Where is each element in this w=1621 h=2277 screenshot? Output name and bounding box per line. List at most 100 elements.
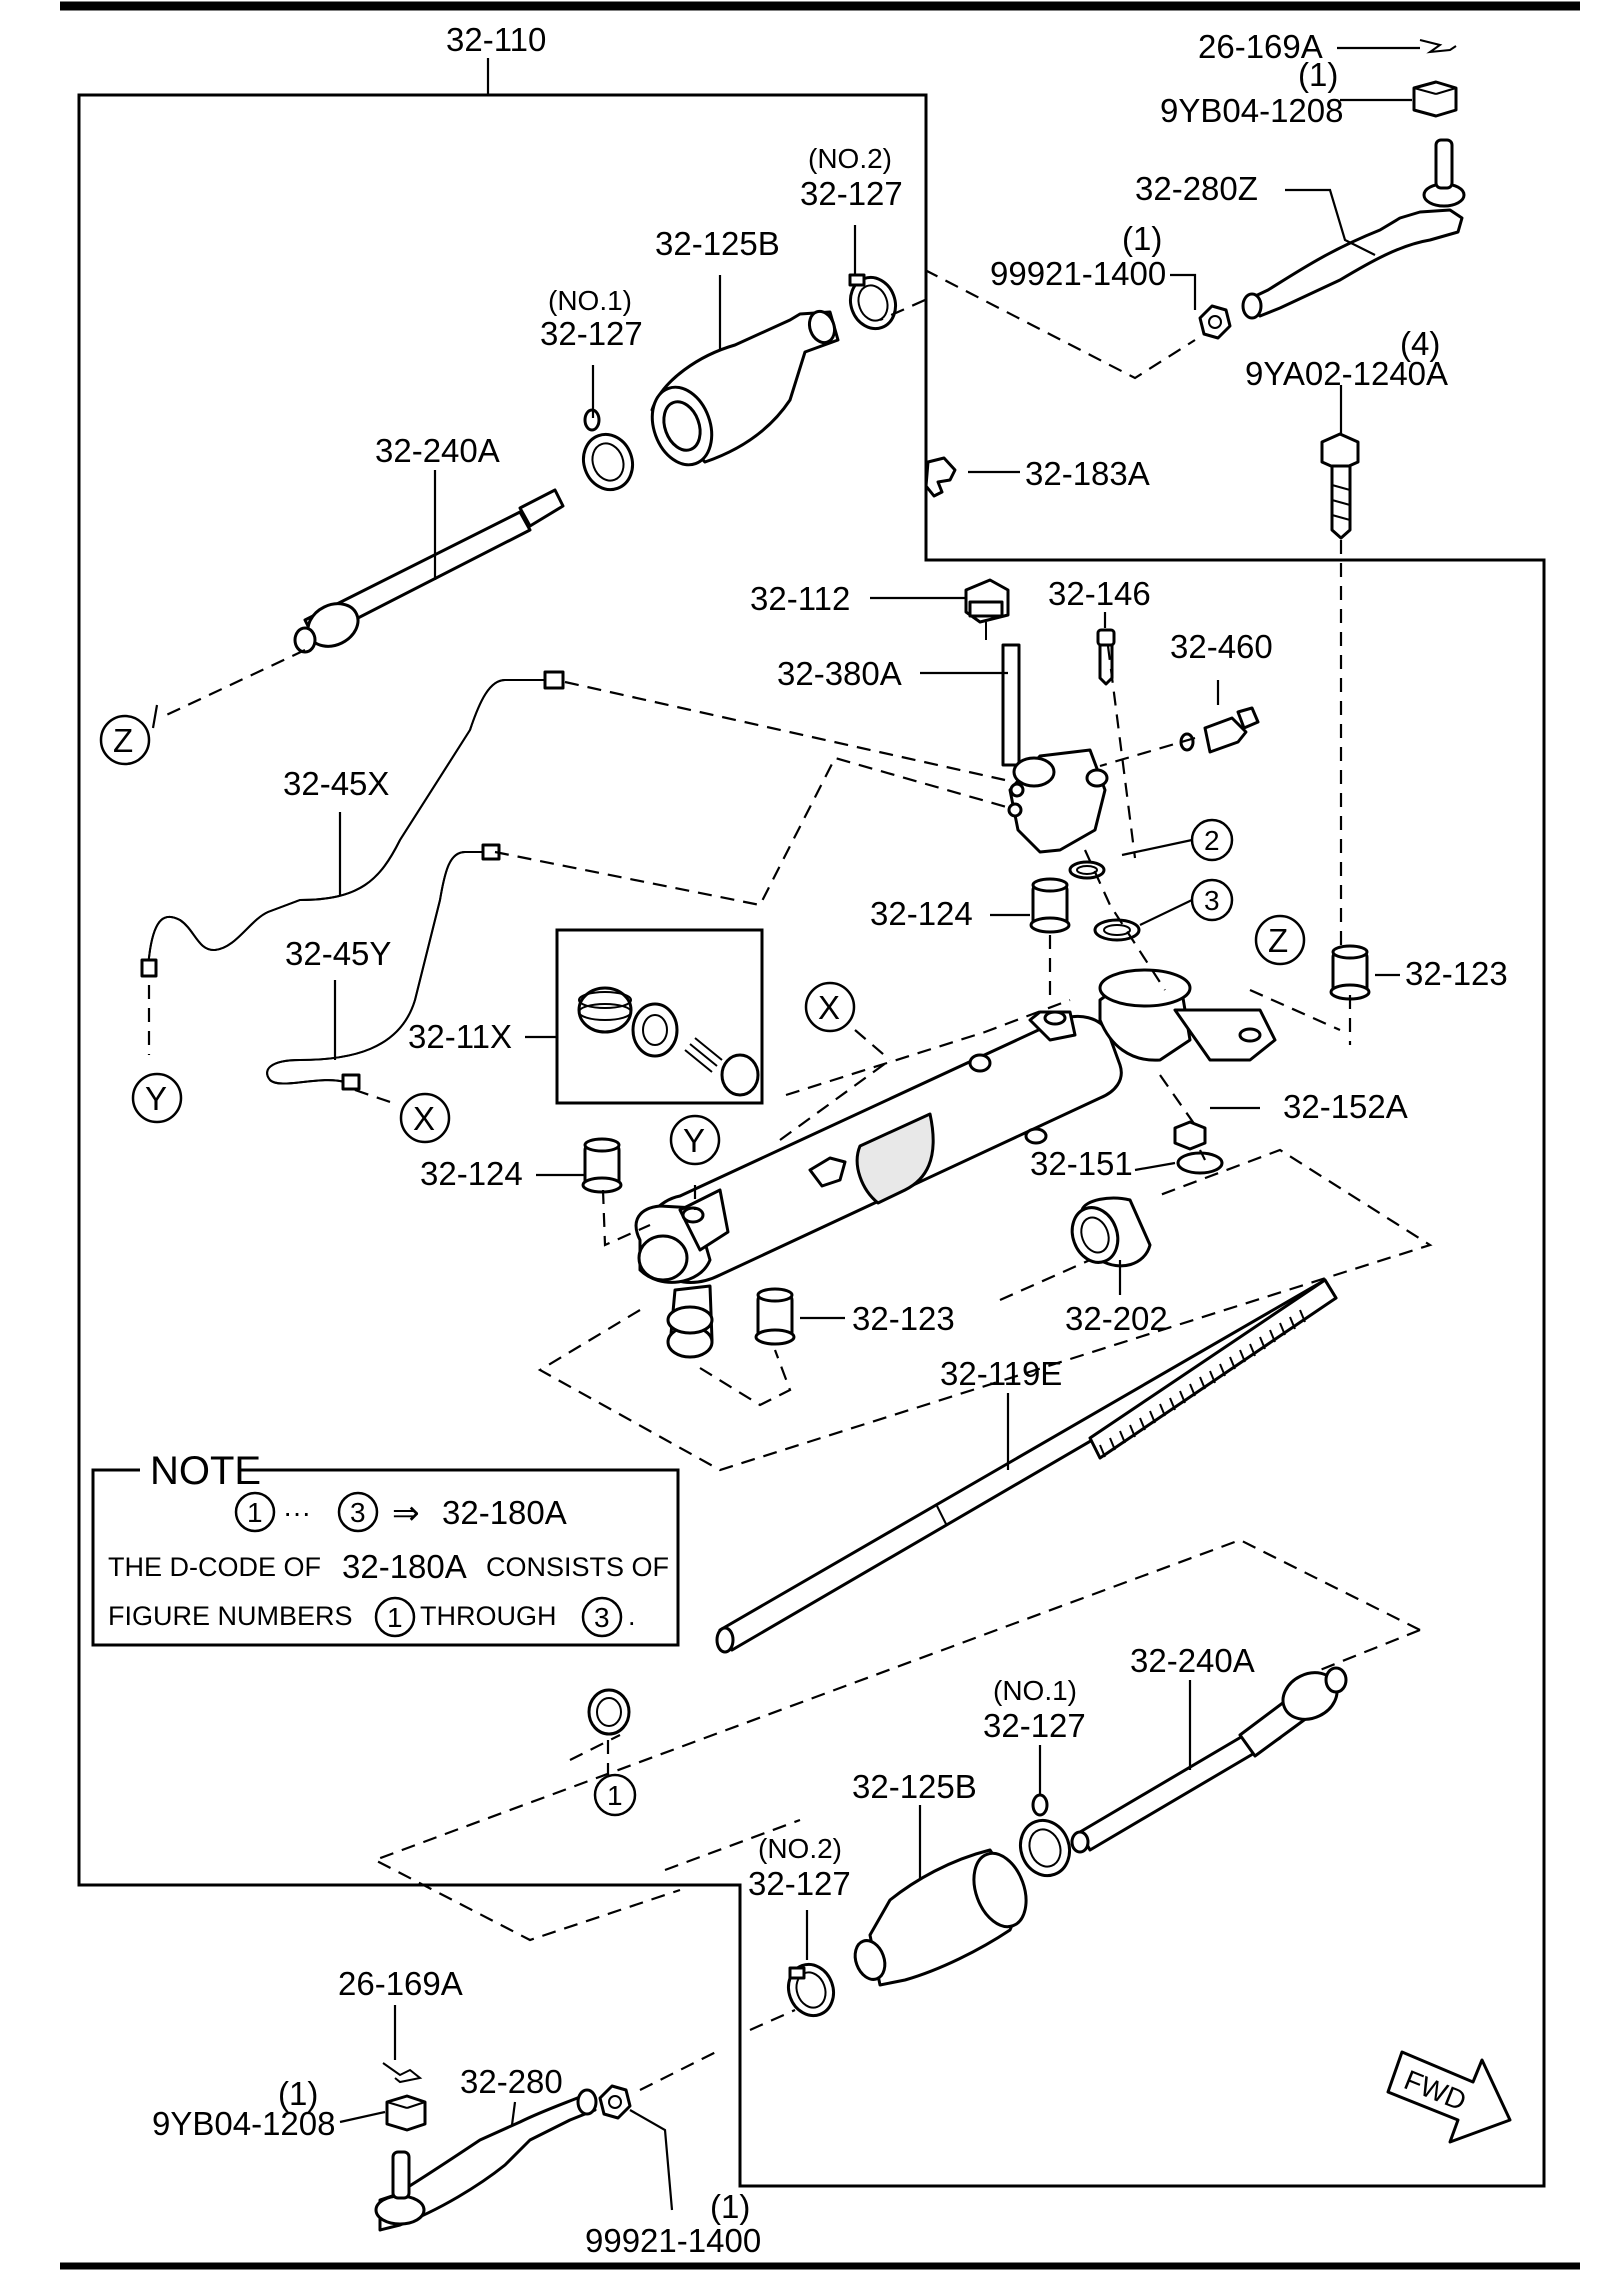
label-32-124-right: 32-124 <box>870 895 973 932</box>
label-32-146: 32-146 <box>1048 575 1151 612</box>
label-9yb04-bottom: 9YB04-1208 <box>152 2105 335 2142</box>
gear-housing[interactable] <box>634 968 1277 1359</box>
svg-text:THROUGH: THROUGH <box>420 1601 557 1631</box>
svg-text:X: X <box>413 1100 435 1137</box>
svg-text:32-180A: 32-180A <box>442 1494 567 1531</box>
label-32-125b-bottom: 32-125B <box>852 1768 977 1805</box>
label-32-127-no1-bottom: 32-127 <box>983 1707 1086 1744</box>
svg-text:.: . <box>628 1601 636 1631</box>
label-32-380a: 32-380A <box>777 655 902 692</box>
tie-rod-end-left[interactable] <box>374 2088 598 2232</box>
marker-x-center: X <box>804 981 856 1033</box>
label-32-202: 32-202 <box>1065 1300 1168 1337</box>
svg-text:⇒: ⇒ <box>392 1494 420 1531</box>
rack-bushing[interactable] <box>1065 1196 1152 1269</box>
marker-x-left: X <box>399 1092 451 1144</box>
label-32-112: 32-112 <box>750 580 850 617</box>
dashed-guides <box>147 269 1433 2091</box>
label-32-11x: 32-11X <box>408 1018 512 1055</box>
boot-clamp-no2-top[interactable] <box>843 271 902 335</box>
boot-clamp-no1-bottom[interactable] <box>1013 1793 1077 1883</box>
label-32-123-right: 32-123 <box>1405 955 1508 992</box>
tie-rod-bottom[interactable] <box>1070 1664 1348 1854</box>
label-32-240a-top: 32-240A <box>375 432 500 469</box>
label-9ya02: 9YA02-1240A <box>1245 355 1448 392</box>
label-99921-top: 99921-1400 <box>990 255 1166 292</box>
castle-nut-bottom[interactable] <box>385 2094 427 2132</box>
label-99921-top-qty: (1) <box>1122 220 1162 257</box>
label-32-280z: 32-280Z <box>1135 170 1258 207</box>
boot-clamp-no1-top[interactable] <box>576 408 640 497</box>
svg-text:Y: Y <box>145 1080 167 1117</box>
assembly-boundary <box>77 93 1546 2188</box>
svg-text:Z: Z <box>113 722 133 759</box>
label-32-127-no2-bottom-note: (NO.2) <box>758 1833 842 1864</box>
label-32-460: 32-460 <box>1170 628 1273 665</box>
label-32-127-no2-top-note: (NO.2) <box>808 143 892 174</box>
tie-rod-end-right[interactable] <box>1241 138 1466 320</box>
cotter-pin-bottom[interactable] <box>382 2062 423 2084</box>
adjust-nut[interactable] <box>1173 1120 1207 1151</box>
mount-bushing-right[interactable] <box>1329 944 1371 1001</box>
label-32-127-no2-top: 32-127 <box>800 175 903 212</box>
boot-top[interactable] <box>642 308 840 473</box>
svg-text:32-180A: 32-180A <box>342 1548 467 1585</box>
svg-text:Z: Z <box>1268 922 1288 959</box>
note-box: NOTE 1 ··· 3 ⇒ 32-180A THE D-CODE OF 32-… <box>91 1449 680 1647</box>
part-labels: 26-169A (1) 9YB04-1208 32-280Z (1) 99921… <box>152 28 1508 2259</box>
boot-clamp-no2-bottom[interactable] <box>781 1958 840 2022</box>
seal-ring-2[interactable] <box>1068 860 1106 880</box>
mount-bushing-top[interactable] <box>1029 877 1071 934</box>
pressure-tube-x[interactable] <box>140 670 565 978</box>
cotter-pin-top[interactable] <box>1419 39 1457 54</box>
fwd-arrow: FWD <box>1386 2050 1512 2144</box>
retaining-clip[interactable] <box>924 456 957 498</box>
label-99921-bottom: 99921-1400 <box>585 2222 761 2259</box>
lock-nut-top[interactable] <box>1198 304 1232 340</box>
label-9yb04-top: 9YB04-1208 <box>1160 92 1343 129</box>
leader-lines <box>151 46 1420 2211</box>
label-32-125b-top: 32-125B <box>655 225 780 262</box>
pinion-valve-body[interactable] <box>1001 643 1109 854</box>
label-99921-bottom-qty: (1) <box>710 2188 750 2225</box>
marker-y-left: Y <box>131 1072 183 1124</box>
tie-rod-top[interactable] <box>293 488 565 654</box>
svg-text:3: 3 <box>1204 885 1220 916</box>
svg-text:1: 1 <box>247 1497 263 1528</box>
boot-bottom[interactable] <box>850 1846 1036 1987</box>
label-32-127-no1-top-note: (NO.1) <box>548 285 632 316</box>
label-32-280: 32-280 <box>460 2063 563 2100</box>
label-9yb04-bottom-qty: (1) <box>278 2075 318 2112</box>
label-32-127-no1-bottom-note: (NO.1) <box>993 1675 1077 1706</box>
marker-y-center: Y <box>669 1114 721 1166</box>
svg-text:FIGURE NUMBERS: FIGURE NUMBERS <box>108 1601 353 1631</box>
spacer-ring-1[interactable] <box>587 1688 631 1736</box>
seal-ring-3[interactable] <box>1093 918 1141 942</box>
mount-bushing-bottom[interactable] <box>754 1287 796 1346</box>
label-26-169a-top: 26-169A <box>1198 28 1323 65</box>
marker-2: 2 <box>1190 818 1234 862</box>
marker-z-left: Z <box>99 714 151 766</box>
label-9yb04-top-qty: (1) <box>1298 56 1338 93</box>
label-32-127-no1-top: 32-127 <box>540 315 643 352</box>
rack-shaft[interactable] <box>715 1278 1338 1654</box>
svg-text:1: 1 <box>607 1780 623 1811</box>
pressure-tube-y[interactable] <box>266 843 501 1091</box>
seal-kit-box[interactable] <box>555 928 764 1105</box>
label-32-240a-bottom: 32-240A <box>1130 1642 1255 1679</box>
svg-text:3: 3 <box>594 1602 610 1633</box>
mount-bushing-left[interactable] <box>581 1137 623 1194</box>
mounting-bolt[interactable] <box>1320 432 1360 540</box>
pinion-seal-top[interactable] <box>964 578 1010 640</box>
rack-guide-plug[interactable] <box>1176 1151 1224 1175</box>
lock-nut-bottom[interactable] <box>598 2084 632 2120</box>
callout-circles: Z Y X X Y Z 2 3 1 <box>99 714 1306 1817</box>
note-heading: NOTE <box>150 1449 261 1493</box>
label-26-169a-bottom: 26-169A <box>338 1965 463 2002</box>
svg-text:1: 1 <box>387 1602 403 1633</box>
adjust-bolt[interactable] <box>1096 628 1116 686</box>
castle-nut-top[interactable] <box>1412 80 1458 118</box>
assembly-label: 32-110 <box>446 21 546 58</box>
union-bolt[interactable] <box>1179 706 1260 754</box>
